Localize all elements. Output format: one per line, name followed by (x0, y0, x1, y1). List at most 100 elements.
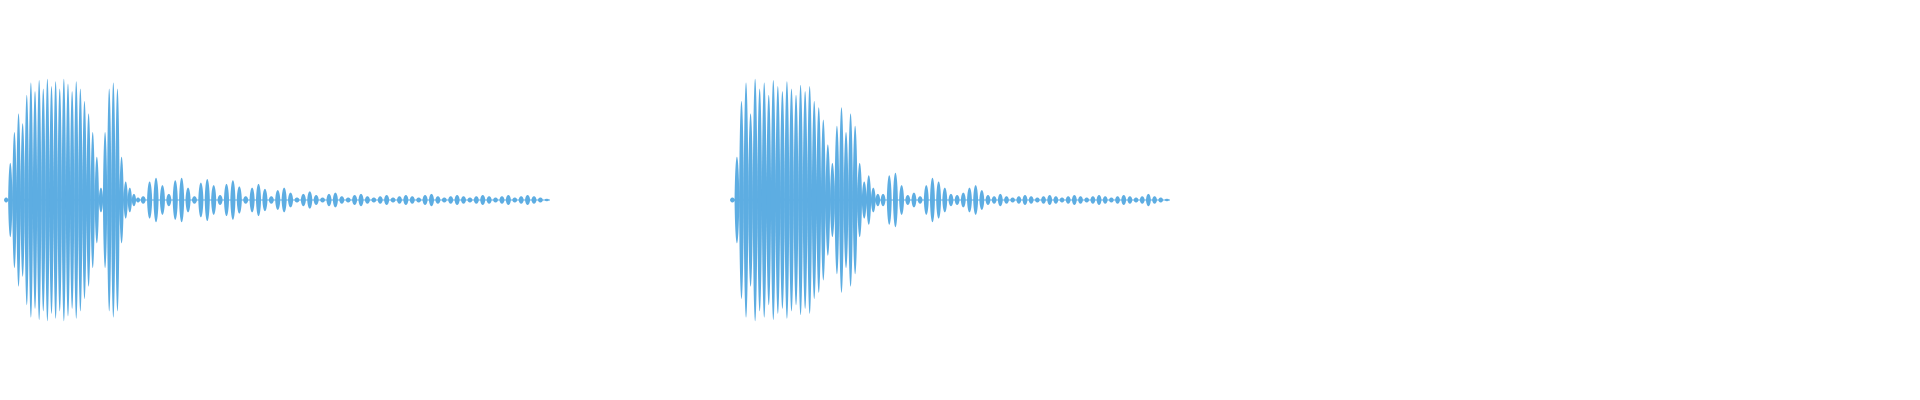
waveform-decay-lobe (428, 193, 435, 207)
waveform-decay-lobe (166, 193, 172, 207)
waveform-lobe (770, 79, 776, 321)
waveform-lobe (752, 78, 758, 322)
waveform-lobe (102, 131, 108, 269)
waveform-decay-lobe (1071, 195, 1077, 205)
waveform-decay-lobe (339, 196, 345, 204)
waveform-lobe (825, 144, 831, 256)
waveform-decay-lobe (377, 196, 383, 204)
waveform-decay-lobe (1108, 197, 1114, 203)
waveform-decay-lobe (390, 197, 396, 203)
waveform-decay-lobe (991, 196, 997, 204)
waveform-decay-lobe (979, 190, 985, 210)
waveform-decay-lobe (416, 197, 422, 203)
waveform-decay-lobe (1152, 196, 1158, 204)
waveform-decay-lobe (249, 187, 255, 213)
waveform-decay-lobe (1053, 196, 1059, 204)
waveform-decay-lobe (1078, 196, 1083, 204)
waveform-lobe (802, 91, 808, 309)
waveform-decay-lobe (281, 187, 287, 213)
waveform-decay-lobe (441, 197, 447, 203)
waveform-decay-lobe (923, 185, 929, 215)
waveform-lobe (748, 113, 753, 287)
waveform-lobe (780, 91, 785, 309)
waveform-decay-lobe (899, 185, 905, 215)
waveform-decay-lobe (544, 198, 550, 202)
waveform-lobe (4, 197, 9, 203)
waveform-decay-lobe (191, 196, 198, 204)
waveform-decay-lobe (518, 196, 524, 204)
waveform-lobe (78, 88, 83, 312)
waveform-lobe (843, 131, 849, 269)
waveform-decay-lobe (880, 193, 886, 207)
waveform-decay-lobe (313, 195, 319, 205)
waveform-lobe (743, 82, 749, 318)
waveform-decay-lobe (1164, 198, 1170, 202)
waveform-lobe (53, 81, 58, 319)
waveform-decay-lobe (480, 195, 486, 205)
waveform-decay-lobe (1158, 197, 1164, 203)
waveform-lobe (875, 193, 881, 207)
waveform-decay-lobe (1034, 197, 1040, 203)
waveform-lobe (41, 88, 46, 312)
waveform-lobe (857, 162, 863, 238)
waveform-decay-lobe (467, 197, 473, 203)
waveform-decay-lobe (396, 196, 403, 204)
waveform-decay-lobe (230, 180, 236, 220)
waveform-lobe (766, 94, 772, 306)
waveform-decay-lobe (499, 196, 505, 204)
waveform-decay-lobe (1102, 196, 1108, 204)
waveform-decay-lobe (204, 178, 210, 222)
waveform-decay-lobe (223, 183, 230, 217)
waveform-decay-lobe (217, 195, 223, 205)
waveform-decay-lobe (211, 185, 217, 215)
waveform-decay-lobe (905, 195, 911, 205)
waveform-decay-lobe (185, 187, 191, 213)
waveform-lobe (90, 131, 95, 269)
waveform-decay-lobe (448, 196, 454, 204)
waveform-lobe (24, 94, 29, 306)
waveform-lobe (861, 181, 867, 219)
waveform-decay-lobe (326, 193, 332, 207)
waveform-decay-lobe (892, 172, 898, 228)
waveform-lobe (8, 162, 13, 238)
waveform-burst-1 (4, 78, 550, 322)
waveform-lobe (870, 187, 876, 213)
waveform-decay-lobe (1090, 196, 1096, 204)
waveform-lobe (65, 83, 71, 317)
waveform-lobe (761, 82, 767, 318)
waveform-decay-lobe (1010, 197, 1016, 203)
waveform-lobe (69, 91, 75, 309)
waveform-decay-lobe (960, 192, 966, 208)
waveform-decay-lobe (140, 196, 146, 204)
waveform-decay-lobe (179, 177, 185, 223)
waveform-lobe (123, 181, 128, 219)
waveform-decay-lobe (1133, 197, 1139, 203)
waveform-decay-lobe (997, 193, 1003, 207)
waveform-decay-lobe (294, 197, 300, 203)
waveform-decay-lobe (1127, 196, 1133, 204)
waveform-lobe (16, 113, 21, 287)
waveform-decay-lobe (255, 183, 262, 217)
waveform-decay-lobe (973, 185, 979, 215)
waveform-lobe (131, 193, 137, 207)
waveform-decay-lobe (268, 196, 274, 204)
waveform-lobe (830, 162, 835, 238)
waveform-decay-lobe (358, 193, 364, 207)
waveform-decay-lobe (320, 197, 326, 203)
waveform-decay-lobe (1084, 197, 1090, 203)
waveform-decay-lobe (287, 192, 294, 208)
waveform-decay-lobe (1065, 196, 1071, 204)
waveform-lobe (86, 113, 91, 287)
waveform-burst-2 (730, 78, 1170, 322)
waveform-lobe (119, 156, 124, 244)
waveform-decay-lobe (1028, 196, 1034, 204)
waveform-lobe (734, 156, 740, 244)
waveform-decay-lobe (153, 177, 159, 223)
waveform-decay-lobe (352, 195, 358, 205)
waveform-decay-lobe (1047, 195, 1053, 205)
waveform-decay-lobe (422, 195, 428, 205)
waveform-decay-lobe (473, 196, 479, 204)
waveform-lobe (807, 86, 813, 314)
waveform-lobe (834, 125, 840, 275)
